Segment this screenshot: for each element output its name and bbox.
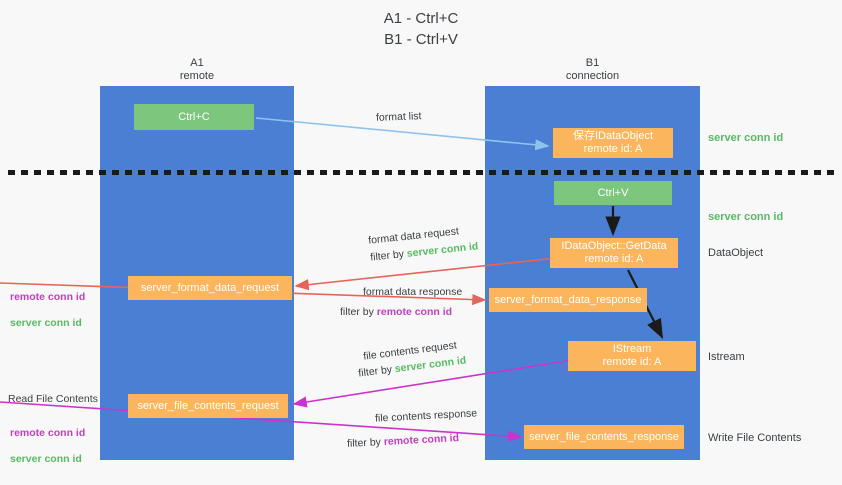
right-label-dataobject: DataObject xyxy=(708,247,764,259)
left-conn-ids-top: remote conn id server conn id xyxy=(10,278,85,330)
left-read-file-contents: Read File Contents xyxy=(8,393,98,405)
arrow-format-list xyxy=(255,117,550,151)
arrow-file-contents-response xyxy=(0,401,523,442)
server-conn-id-text: server conn id xyxy=(10,317,82,329)
remote-conn-id-text: remote conn id xyxy=(376,306,453,318)
flow-label-format-list: format list xyxy=(375,110,422,124)
idataobject-getdata-box[interactable]: IDataObject::GetData remote id: A xyxy=(550,238,678,268)
istream-box[interactable]: IStream remote id: A xyxy=(568,341,696,371)
filter-by-text: filter by xyxy=(369,247,408,264)
right-label-istream: Istream xyxy=(708,351,745,363)
save-idataobject-box[interactable]: 保存IDataObject remote id: A xyxy=(553,128,673,158)
arrow-format-data-request xyxy=(294,257,557,291)
lane-b1-header: B1 connection xyxy=(565,57,620,82)
server-format-data-response-box[interactable]: server_format_data_response xyxy=(489,288,647,312)
filter-by-text: filter by xyxy=(346,436,385,450)
ctrl-v-box[interactable]: Ctrl+V xyxy=(554,181,672,205)
phase-divider xyxy=(8,170,834,175)
right-label-server-conn-id-2: server conn id xyxy=(708,211,784,223)
right-label-server-conn-id-1: server conn id xyxy=(708,132,784,144)
remote-conn-id-text: remote conn id xyxy=(383,432,460,448)
remote-conn-id-text: remote conn id xyxy=(10,427,86,439)
ctrl-c-box[interactable]: Ctrl+C xyxy=(134,104,254,130)
flow-label-format-data-response-filter: filter by remote conn id xyxy=(340,305,452,319)
right-label-write-file: Write File Contents xyxy=(708,432,802,444)
left-conn-ids-bottom: remote conn id server conn id xyxy=(10,414,85,466)
arrow-file-contents-request xyxy=(292,359,573,408)
filter-by-text: filter by xyxy=(340,306,377,318)
server-file-contents-response-box[interactable]: server_file_contents_response xyxy=(524,425,684,449)
remote-conn-id-text: remote conn id xyxy=(10,291,86,303)
server-conn-id-text: server conn id xyxy=(10,453,82,465)
server-file-contents-request-box[interactable]: server_file_contents_request xyxy=(128,394,288,418)
server-format-data-request-box[interactable]: server_format_data_request xyxy=(128,276,292,300)
flow-label-format-data-response: format data response xyxy=(363,286,463,298)
lane-a1-header: A1 remote xyxy=(179,57,215,82)
page-title: A1 - Ctrl+C B1 - Ctrl+V xyxy=(383,10,459,48)
